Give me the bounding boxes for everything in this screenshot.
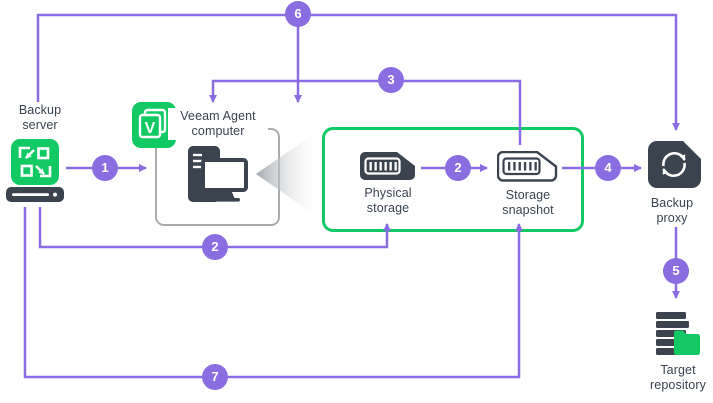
physical-storage-label: Physical storage xyxy=(364,186,412,215)
step-badge-7: 7 xyxy=(202,364,228,390)
step-badge-1: 1 xyxy=(92,155,118,181)
svg-text:V: V xyxy=(145,120,156,137)
step-badge-3: 3 xyxy=(378,67,404,93)
step-badge-2-path: 2 xyxy=(202,234,228,260)
step-badge-4: 4 xyxy=(595,155,621,181)
step-badge-6: 6 xyxy=(285,1,311,27)
veeam-agent-computer-label: Veeam Agent computer xyxy=(168,108,268,140)
repository-folder-icon xyxy=(674,330,700,355)
backup-proxy-label: Backup proxy xyxy=(650,196,694,225)
backup-server-icon xyxy=(6,139,64,202)
target-repository-icon xyxy=(656,312,700,355)
physical-storage-icon xyxy=(360,152,415,180)
step-badge-5: 5 xyxy=(663,258,689,284)
storage-snapshot-label: Storage snapshot xyxy=(502,188,554,217)
target-repository-label: Target repository xyxy=(650,363,706,392)
flow-line-7 xyxy=(23,207,523,379)
storage-snapshot-icon xyxy=(497,151,558,182)
backup-server-label: Backup server xyxy=(18,103,62,132)
backup-proxy-icon xyxy=(648,141,701,188)
agent-computer-icon xyxy=(188,146,248,202)
step-badge-2-snapshot: 2 xyxy=(445,155,471,181)
